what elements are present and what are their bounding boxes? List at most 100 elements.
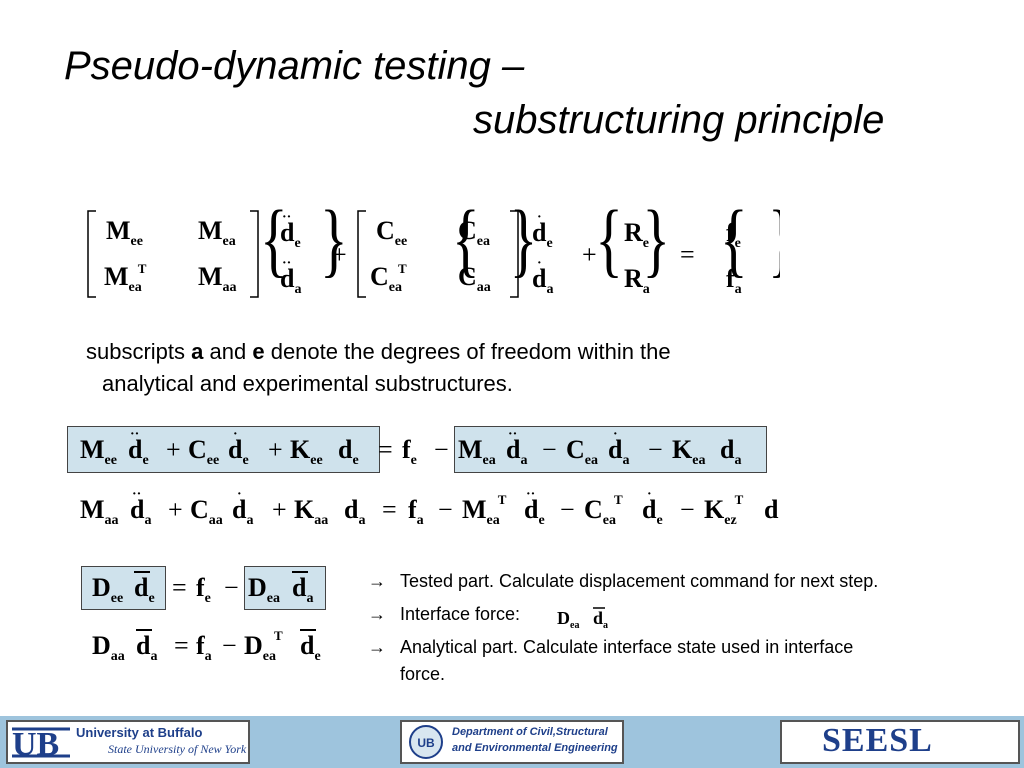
dept-seal-icon: UB	[409, 725, 443, 759]
equation-d1: Dee de = fe − Dea da	[92, 571, 313, 606]
mass-ee: Mee	[106, 216, 143, 249]
highlight-box-right	[454, 426, 767, 473]
svg-text:·: ·	[537, 210, 542, 225]
dept-line-2: and Environmental Engineering	[452, 742, 618, 754]
bullet-3-text: Analytical part. Calculate interface sta…	[400, 637, 854, 657]
svg-text:·: ·	[613, 427, 618, 442]
dept-logo: UB Department of Civil,Structural and En…	[400, 720, 624, 764]
bullet-1: → Tested part. Calculate displacement co…	[368, 571, 878, 592]
arrow-icon: →	[368, 637, 386, 657]
arrow-icon: →	[368, 604, 386, 624]
svg-text:da: da	[593, 608, 608, 631]
para-a: a	[191, 339, 204, 364]
svg-text:fe: fe	[402, 435, 417, 468]
highlight-box-left	[67, 426, 380, 473]
svg-text:··: ··	[508, 427, 517, 442]
interface-force-term: Dea da	[557, 607, 608, 631]
svg-text:−: −	[434, 435, 449, 464]
vel-a: da	[532, 264, 553, 297]
title-line-2: substructuring principle	[473, 98, 885, 142]
svg-text:{: {	[595, 205, 623, 286]
svg-text:=: =	[172, 573, 187, 602]
dept-line-1: Department of Civil,Structural	[452, 726, 608, 738]
para-line-2: analytical and experimental substructure…	[102, 371, 513, 396]
bullet-3: → Analytical part. Calculate interface s…	[368, 637, 853, 658]
svg-text:·: ·	[237, 487, 242, 502]
svg-text:{: {	[720, 205, 748, 286]
svg-text:Kea: Kea	[672, 435, 705, 468]
equation-d2: Daa da = fa − DeaT de	[92, 628, 321, 664]
svg-text:+: +	[166, 435, 181, 464]
svg-text:Cea: Cea	[566, 435, 598, 468]
svg-text:=: =	[174, 631, 189, 660]
damp-ee: Cee	[376, 216, 407, 249]
svg-text:fe: fe	[196, 573, 211, 606]
svg-text:MeaT: MeaT	[462, 492, 507, 528]
footer-bar: UB University at Buffalo State Universit…	[0, 716, 1024, 768]
para-text-3: denote the degrees of freedom within the	[264, 339, 671, 364]
equation-e: Mee de ·· + Cee de · + Kee de = fe − Mea…	[80, 427, 741, 468]
svg-text:da: da	[136, 631, 157, 664]
svg-text:da: da	[720, 435, 741, 468]
seesl-text: SEESL	[822, 722, 933, 759]
svg-text:}: }	[320, 205, 348, 286]
svg-text:d: d	[764, 495, 779, 524]
highlight-box-dee	[81, 566, 166, 610]
mass-ea-t: MeaT	[104, 261, 147, 295]
para-text-1: subscripts	[86, 339, 192, 364]
svg-text:da: da	[292, 573, 313, 606]
svg-text:CeaT: CeaT	[584, 492, 623, 528]
title-line-1: Pseudo-dynamic testing –	[64, 44, 525, 88]
svg-text:de: de	[228, 435, 249, 468]
svg-text:{: {	[452, 205, 480, 286]
mass-ea: Mea	[198, 216, 236, 249]
equation-a: Maa da ·· + Caa da · + Kaa da = fa − Mea…	[80, 487, 779, 528]
svg-text:=: =	[378, 435, 393, 464]
damp-ea-t: CeaT	[370, 261, 407, 295]
svg-text:Caa: Caa	[190, 495, 223, 528]
svg-text:fa: fa	[196, 631, 212, 664]
seesl-logo: SEESL	[780, 720, 1020, 764]
svg-text:·: ·	[233, 427, 238, 442]
svg-text:−: −	[438, 495, 453, 524]
svg-text:da: da	[608, 435, 629, 468]
svg-text:−: −	[224, 573, 239, 602]
vel-e: de	[532, 218, 553, 251]
svg-text:Maa: Maa	[80, 495, 119, 528]
svg-text:−: −	[222, 631, 237, 660]
svg-text:−: −	[680, 495, 695, 524]
svg-text:KezT: KezT	[704, 492, 744, 528]
svg-text:··: ··	[130, 427, 139, 442]
ub-logo: UB University at Buffalo State Universit…	[6, 720, 250, 764]
svg-text:}: }	[768, 205, 780, 286]
svg-text:Kaa: Kaa	[294, 495, 328, 528]
svg-text:·: ·	[647, 487, 652, 502]
svg-text:··: ··	[132, 487, 141, 502]
svg-text:−: −	[542, 435, 557, 464]
ub-name: University at Buffalo	[76, 725, 203, 740]
svg-text:{: {	[260, 205, 288, 286]
bullet-2-text: Interface force:	[400, 604, 521, 624]
svg-text:da: da	[344, 495, 365, 528]
svg-text:·: ·	[537, 256, 542, 271]
svg-text:Kee: Kee	[290, 435, 323, 468]
svg-text:Dee: Dee	[92, 573, 123, 606]
bullet-3-text-line-2: force.	[400, 664, 446, 684]
svg-text:Mea: Mea	[458, 435, 496, 468]
bullet-2: → Interface force:	[368, 604, 520, 625]
svg-text:··: ··	[282, 210, 291, 225]
svg-text:UB: UB	[417, 736, 435, 750]
svg-text:Daa: Daa	[92, 631, 125, 664]
svg-text:··: ··	[282, 256, 291, 271]
ub-emblem-icon: UB	[12, 726, 70, 761]
svg-text:+: +	[272, 495, 287, 524]
svg-text:fa: fa	[408, 495, 424, 528]
subscripts-paragraph: subscripts a and e denote the degrees of…	[86, 336, 671, 400]
svg-text:}: }	[642, 205, 670, 286]
svg-text:+: +	[268, 435, 283, 464]
svg-text:de: de	[338, 435, 359, 468]
svg-text:DeaT: DeaT	[244, 628, 283, 664]
svg-text:da: da	[232, 495, 253, 528]
svg-text:}: }	[510, 205, 538, 286]
para-text-2: and	[203, 339, 253, 364]
